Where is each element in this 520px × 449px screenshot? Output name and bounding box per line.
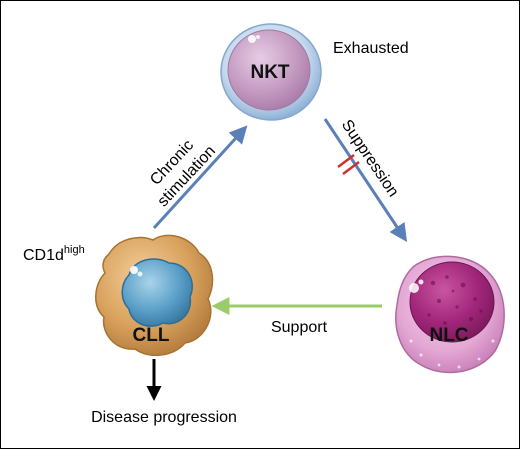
cd1d-base: CD1d bbox=[23, 247, 64, 264]
cll-cell-label: CLL bbox=[133, 325, 170, 346]
nlc-cell-label: NLC bbox=[429, 325, 468, 346]
nlc-cell bbox=[395, 255, 505, 374]
cll-cell bbox=[95, 234, 214, 356]
inhibition-mark bbox=[337, 154, 360, 175]
nkt-cell-label: NKT bbox=[250, 62, 289, 83]
cd1d-superscript: high bbox=[64, 244, 85, 256]
disease-progression-label: Disease progression bbox=[91, 409, 237, 426]
support-label: Support bbox=[271, 319, 328, 336]
exhausted-label: Exhausted bbox=[333, 40, 409, 57]
nkt-cell bbox=[220, 23, 322, 121]
suppression-arrow bbox=[323, 118, 407, 242]
chronic-stimulation-arrow bbox=[152, 125, 248, 230]
cd1d-label: CD1dhigh bbox=[23, 244, 85, 264]
